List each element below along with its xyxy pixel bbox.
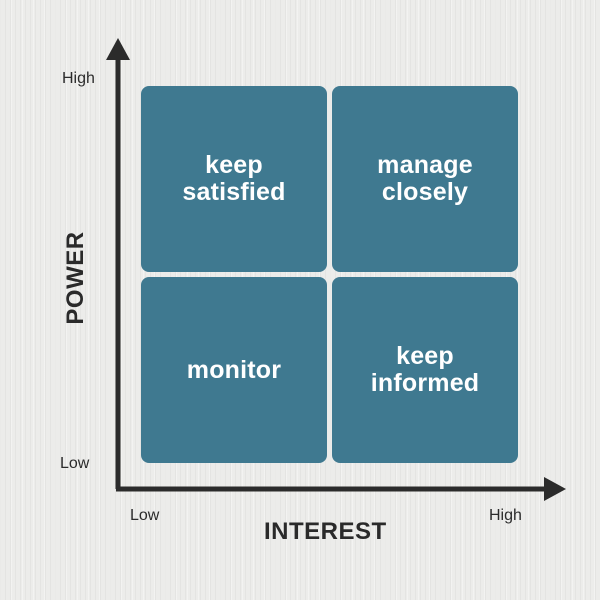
x-axis-arrowhead (544, 477, 566, 501)
quadrant-keep-informed: keep informed (332, 277, 518, 463)
quadrant-monitor: monitor (141, 277, 327, 463)
quadrant-label: manage closely (377, 151, 473, 206)
quadrant-label: monitor (186, 355, 282, 384)
y-axis-title: POWER (62, 231, 89, 325)
y-axis-arrowhead (106, 38, 130, 60)
x-axis-high-label: High (489, 507, 522, 524)
y-axis-high-label: High (62, 70, 95, 87)
x-axis-low-label: Low (130, 507, 160, 524)
quadrant-manage-closely: manage closely (332, 86, 518, 272)
quadrant-keep-satisfied: keep satisfied (141, 86, 327, 272)
y-axis-low-label: Low (60, 455, 90, 472)
quadrant-label: keep satisfied (182, 151, 286, 206)
quadrant-label: keep informed (370, 342, 480, 397)
x-axis-title: INTEREST (264, 518, 387, 545)
